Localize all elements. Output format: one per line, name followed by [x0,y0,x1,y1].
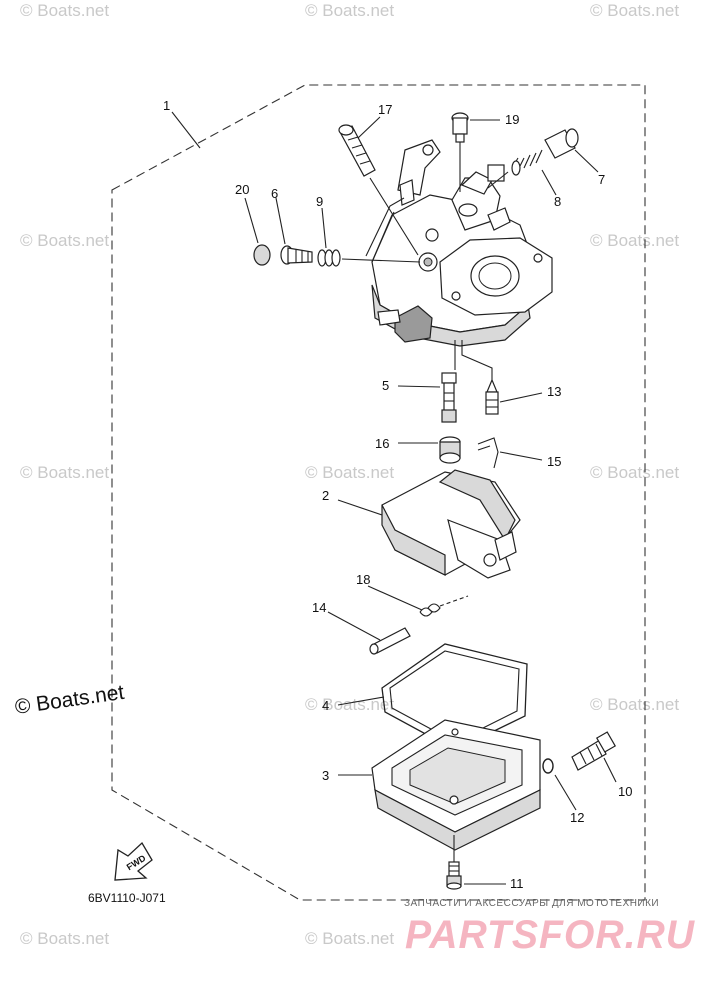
callout-1: 1 [163,98,170,113]
part-11-screw [446,835,462,890]
assembly-boundary [111,84,646,901]
part-4-gasket [381,643,528,751]
footer-tagline: ЗАПЧАСТИ И АКСЕССУАРЫ ДЛЯ МОТОТЕХНИКИ [404,898,659,909]
callout-17: 17 [378,102,392,117]
diagram-code: 6BV1110-J071 [88,891,166,905]
part-2-float [381,469,521,579]
part-6-screw [280,245,313,265]
footer-brand-logo: PARTSFOR.RU [405,913,695,957]
callout-8: 8 [554,194,561,209]
callout-7: 7 [598,172,605,187]
watermark: © Boats.net [590,695,679,714]
watermark: © Boats.net [20,463,109,482]
callout-15: 15 [547,454,561,469]
callout-20: 20 [235,182,249,197]
callout-5: 5 [382,378,389,393]
callout-4: 4 [322,698,329,713]
watermark: © Boats.net [590,1,679,20]
callout-14: 14 [312,600,326,615]
watermark: © Boats.net [590,231,679,250]
part-5-main-nozzle [441,372,457,423]
callout-6: 6 [271,186,278,201]
part-19-screw [451,112,469,192]
part-9-spring [317,249,421,267]
callout-18: 18 [356,572,370,587]
watermark: © Boats.net [305,1,394,20]
watermark: © Boats.net [305,463,394,482]
part-8-spring [487,149,543,189]
leader-line [461,340,493,380]
watermark-layer: © Boats.net © Boats.net © Boats.net © Bo… [20,1,679,948]
callout-19: 19 [505,112,519,127]
part-3-float-bowl [371,719,541,851]
callout-12: 12 [570,810,584,825]
part-10-drain-screw [571,731,617,771]
watermark: © Boats.net [305,929,394,948]
watermark: © Boats.net [20,231,109,250]
callout-13: 13 [547,384,561,399]
watermark: © Boats.net [20,1,109,20]
part-18-clip [419,595,469,617]
callout-3: 3 [322,768,329,783]
part-14-pin [369,627,411,655]
callout-10: 10 [618,784,632,799]
fwd-arrow-icon: FWD [114,841,153,881]
part-13-needle-valve [485,378,499,415]
callout-2: 2 [322,488,329,503]
boats-watermark-large: © Boats.net [13,681,125,719]
watermark: © Boats.net [20,929,109,948]
part-20-cap [253,244,271,266]
part-12-o-ring [542,758,554,774]
part-16-main-jet [439,436,461,464]
callout-9: 9 [316,194,323,209]
watermark: © Boats.net [590,463,679,482]
carburetor-body [365,139,553,347]
callout-11: 11 [510,876,524,891]
part-15-clip [477,437,499,469]
callout-labels: 1 17 19 7 8 20 6 9 5 13 16 15 2 18 14 4 … [163,98,632,891]
callout-16: 16 [375,436,389,451]
part-7-screw [544,128,579,159]
callout-leaders [171,111,617,885]
part-17-screw [338,124,419,256]
watermark: © Boats.net [305,695,394,714]
